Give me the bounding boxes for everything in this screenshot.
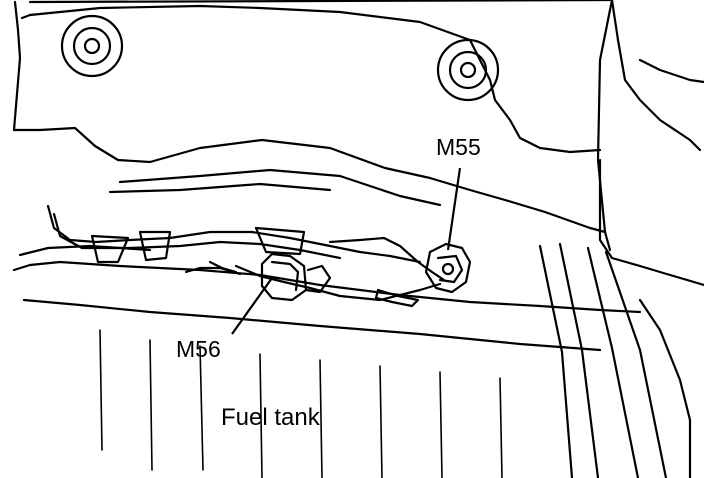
wiring-harness <box>328 236 446 282</box>
pipe-clamp <box>254 226 306 256</box>
tank-right-end <box>638 298 692 478</box>
fuel-tank-top-edge <box>12 260 642 314</box>
leader-m55 <box>446 167 462 251</box>
frame-crease-lower <box>108 182 332 194</box>
connector-m55 <box>424 242 472 294</box>
frame-crease <box>118 168 442 207</box>
right-bracket <box>610 0 702 152</box>
right-bracket-edge <box>598 158 704 287</box>
frame-panel <box>12 0 614 234</box>
mounting-hole-right <box>436 38 500 102</box>
tank-strap-right-outer <box>586 246 640 478</box>
tank-strap-left-outer <box>538 244 574 478</box>
pipe-connector-mid <box>138 230 172 262</box>
mounting-hole-left <box>60 14 124 78</box>
pipe-connector-left <box>90 234 130 264</box>
leader-m56 <box>231 277 273 335</box>
frame-inner-edge <box>20 4 602 154</box>
right-bracket-inner <box>638 58 704 84</box>
fuel-tank-lower-edge <box>22 298 602 352</box>
frame-upper-rim <box>28 0 612 4</box>
label-fuel-tank: Fuel tank <box>221 404 320 431</box>
fuel-pipe <box>46 204 422 264</box>
fuel-pipe-parallel <box>52 212 342 260</box>
tank-tab <box>374 288 420 308</box>
callout-m56: M56 <box>176 336 221 362</box>
tank-strap-right-inner <box>604 250 668 478</box>
connector-m56 <box>260 252 332 302</box>
tank-strap-left-inner <box>558 242 600 478</box>
wiring-harness-lower <box>234 264 442 302</box>
right-bracket-edge2 <box>603 230 612 252</box>
fuel-tank-shading <box>99 329 503 478</box>
callout-m55: M55 <box>436 134 481 160</box>
harness-loop <box>184 266 242 276</box>
